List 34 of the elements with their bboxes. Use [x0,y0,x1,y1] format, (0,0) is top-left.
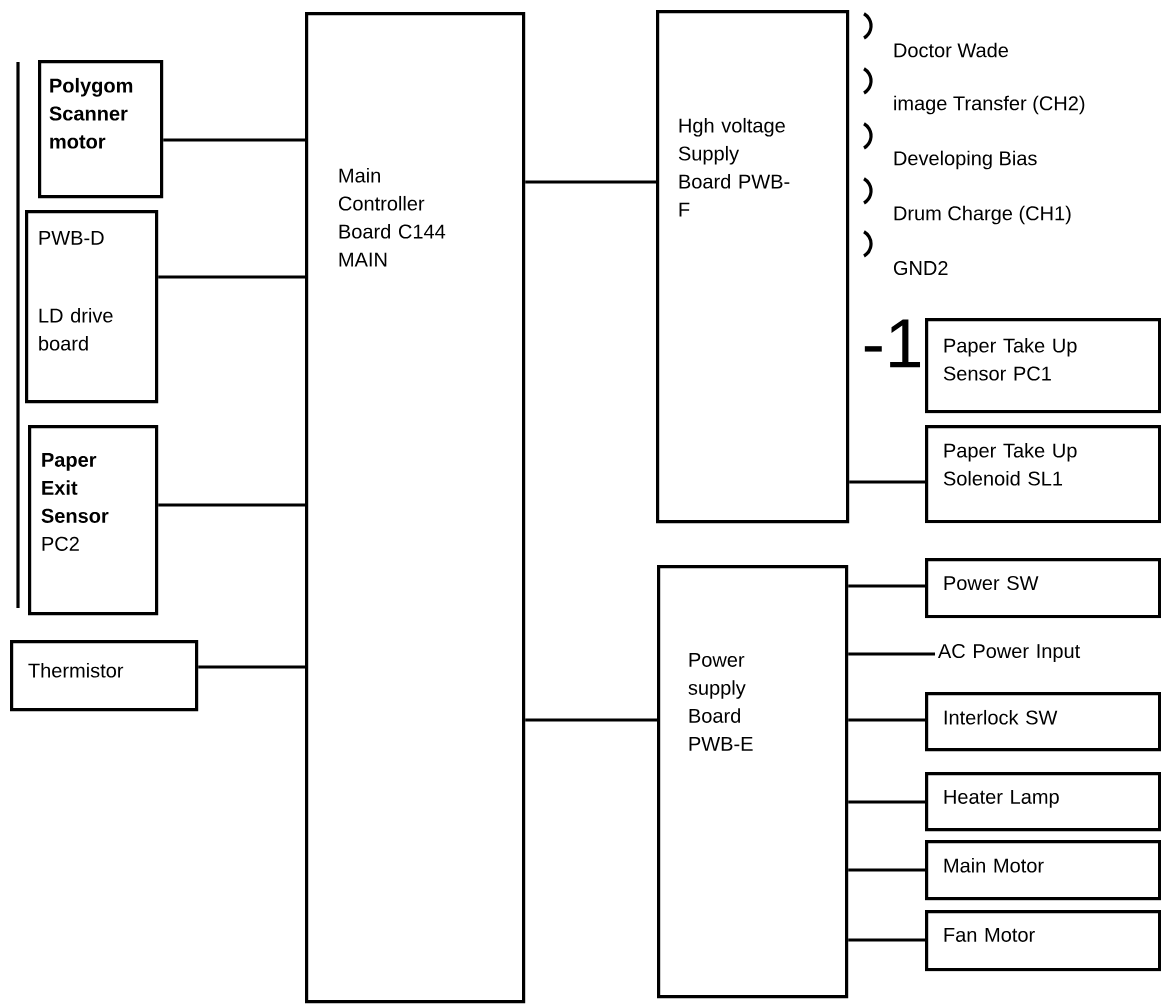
connector-line [848,652,935,656]
component-label: AC Power Input [938,643,1081,663]
connector-line [525,718,657,722]
component-box: Thermistor [10,640,199,712]
board-box: Main Controller Board C144 MAIN [305,12,526,1004]
connector-line [163,138,305,142]
component-box: Paper Take Up Solenoid SL1 [925,425,1161,524]
component-box: Heater Lamp [925,772,1161,832]
component-box: Paper Take Up Sensor PC1 [925,318,1161,414]
component-box: PWB-D LD drive board [25,210,159,404]
connector-line [848,800,925,804]
component-box: Main Motor [925,840,1161,901]
signal-label: Drum Charge (CH1) [894,205,1071,225]
connector-line [198,665,305,669]
component-box: Fan Motor [925,910,1161,972]
connector-line [848,938,925,942]
connector-line [849,480,925,484]
connector-line [848,584,925,588]
connector-line [158,503,305,507]
component-box: Interlock SW [925,692,1161,752]
signal-label: image Transfer (CH2) [894,95,1085,115]
board-box: Hgh voltage Supply Board PWB-F [656,10,850,524]
pin-label: -1 [864,319,920,368]
component-box: Power SW [925,558,1161,619]
signal-label: GND2 [893,260,948,276]
component-box: Paper Exit Sensor PC2 [28,425,159,616]
connector-line [848,718,925,722]
component-box: Polygom Scanner motor [38,60,164,199]
signal-label: Developing Bias [894,150,1037,170]
board-box: Power supply Board PWB-E [657,565,849,999]
connector-line [158,275,305,279]
connector-line [848,868,925,872]
signal-label: Doctor Wade [894,42,1008,58]
connector-line [525,180,656,184]
